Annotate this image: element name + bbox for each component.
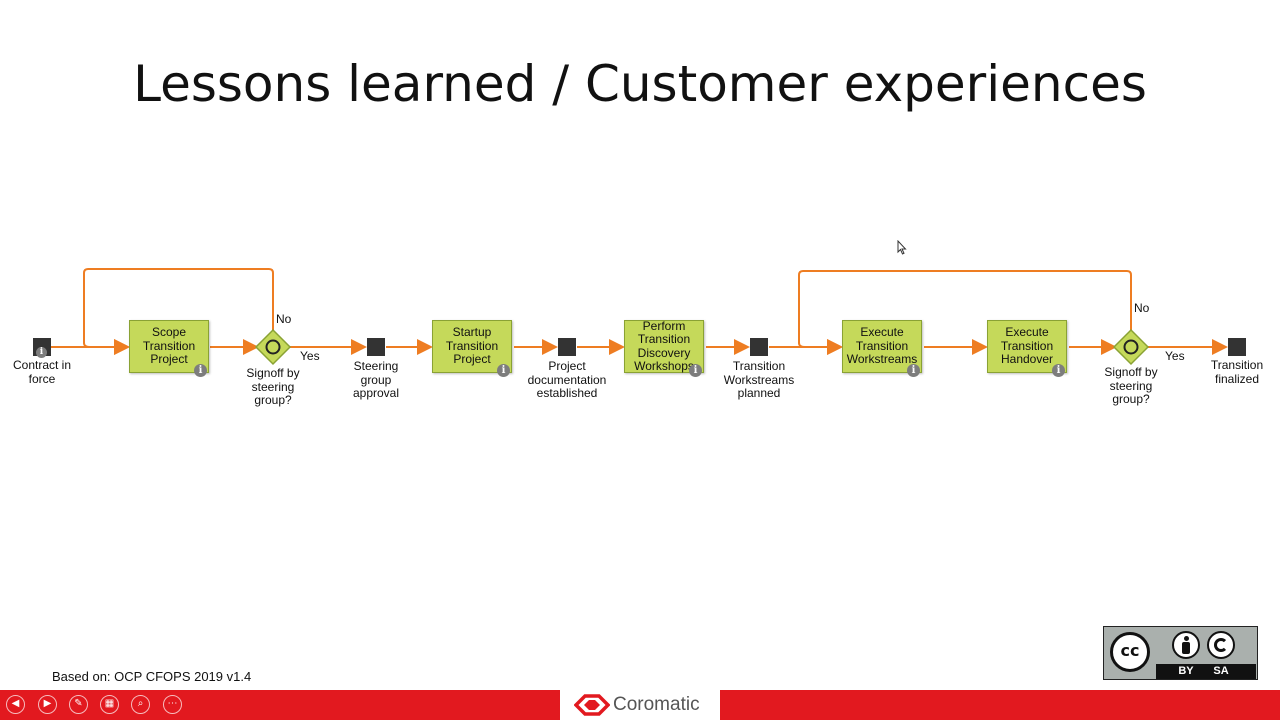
info-icon[interactable]: i — [497, 364, 510, 377]
license-terms-band — [1156, 664, 1256, 679]
task-label-execute-workstreams: Execute Transition Workstreams — [846, 325, 918, 367]
event-steering-approval — [367, 338, 385, 356]
more-options-icon[interactable]: ⋯ — [163, 695, 182, 714]
next-slide-icon[interactable]: ▶ — [38, 695, 57, 714]
event-label-contract: Contract in force — [12, 358, 72, 386]
slide-title: Lessons learned / Customer experiences — [133, 55, 1147, 113]
info-icon[interactable]: i — [36, 347, 47, 358]
task-perform[interactable]: Perform Transition Discovery Workshops — [624, 318, 704, 373]
task-startup[interactable]: Startup Transition Project — [432, 320, 512, 373]
gateway-1-no-label: No — [276, 312, 292, 326]
gateway-1-label: Signoff by steering group? — [246, 366, 300, 407]
task-label-execute-handover: Execute Transition Handover — [1000, 325, 1054, 367]
pen-icon[interactable]: ✎ — [69, 695, 88, 714]
by-label: BY — [1178, 665, 1194, 677]
see-all-slides-icon[interactable]: ▦ — [100, 695, 119, 714]
event-project-doc — [558, 338, 576, 356]
flow-loop-no-2 — [798, 270, 1132, 355]
event-finalized — [1228, 338, 1246, 356]
event-label-workstreams-planned: Transition Workstreams planned — [723, 359, 795, 400]
gateway-2-shape — [1112, 328, 1150, 366]
flow-loop-no-1 — [83, 268, 274, 355]
task-scope[interactable]: Scope Transition Project — [129, 320, 209, 373]
task-execute-handover[interactable]: Execute Transition Handover — [987, 320, 1067, 373]
share-alike-icon — [1207, 631, 1235, 659]
attribution-icon — [1172, 631, 1200, 659]
info-icon[interactable]: i — [907, 364, 920, 377]
info-icon[interactable]: i — [1052, 364, 1065, 377]
gateway-2-yes-label: Yes — [1165, 349, 1185, 363]
event-workstreams-planned — [750, 338, 768, 356]
task-label-scope: Scope Transition Project — [142, 325, 196, 367]
brand-logo-area: Coromatic — [560, 690, 720, 720]
process-diagram — [51, 268, 1228, 366]
event-label-project-doc: Project documentation established — [527, 359, 607, 400]
sa-label: SA — [1213, 665, 1229, 677]
gateway-1-shape — [254, 328, 292, 366]
gateway-2-label: Signoff by steering group? — [1104, 365, 1158, 406]
event-label-steering-approval: Steering group approval — [352, 359, 400, 400]
task-label-perform: Perform Transition Discovery Workshops — [634, 318, 694, 373]
cc-icon: cc — [1110, 632, 1150, 672]
gateway-1-yes-label: Yes — [300, 349, 320, 363]
task-label-startup: Startup Transition Project — [445, 325, 499, 367]
zoom-icon[interactable]: ⌕ — [131, 695, 150, 714]
brand-name: Coromatic — [613, 694, 700, 715]
source-note: Based on: OCP CFOPS 2019 v1.4 — [52, 669, 252, 684]
cc-by-sa-badge[interactable]: cc BY SA — [1103, 626, 1258, 680]
mouse-cursor-icon — [897, 240, 907, 255]
gateway-2-no-label: No — [1134, 301, 1150, 315]
prev-slide-icon[interactable]: ◀ — [6, 695, 25, 714]
event-label-finalized: Transition finalized — [1210, 358, 1264, 386]
task-execute-workstreams[interactable]: Execute Transition Workstreams — [842, 320, 922, 373]
info-icon[interactable]: i — [689, 364, 702, 377]
coromatic-logo-icon — [574, 694, 610, 716]
info-icon[interactable]: i — [194, 364, 207, 377]
